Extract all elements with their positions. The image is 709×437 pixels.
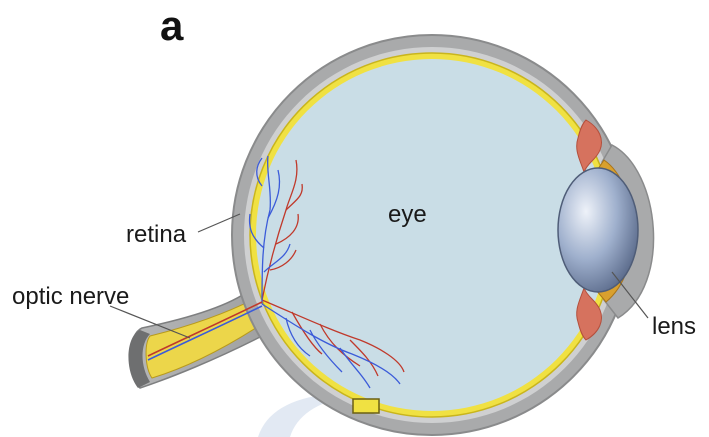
eye-label: eye [388,201,427,228]
retina-label: retina [126,221,187,248]
lens-label: lens [652,313,696,340]
retina-sample-box [353,399,379,413]
optic-nerve-label: optic nerve [12,283,129,310]
panel-letter: a [160,2,184,49]
lens [558,168,638,292]
vitreous-body [256,59,608,411]
